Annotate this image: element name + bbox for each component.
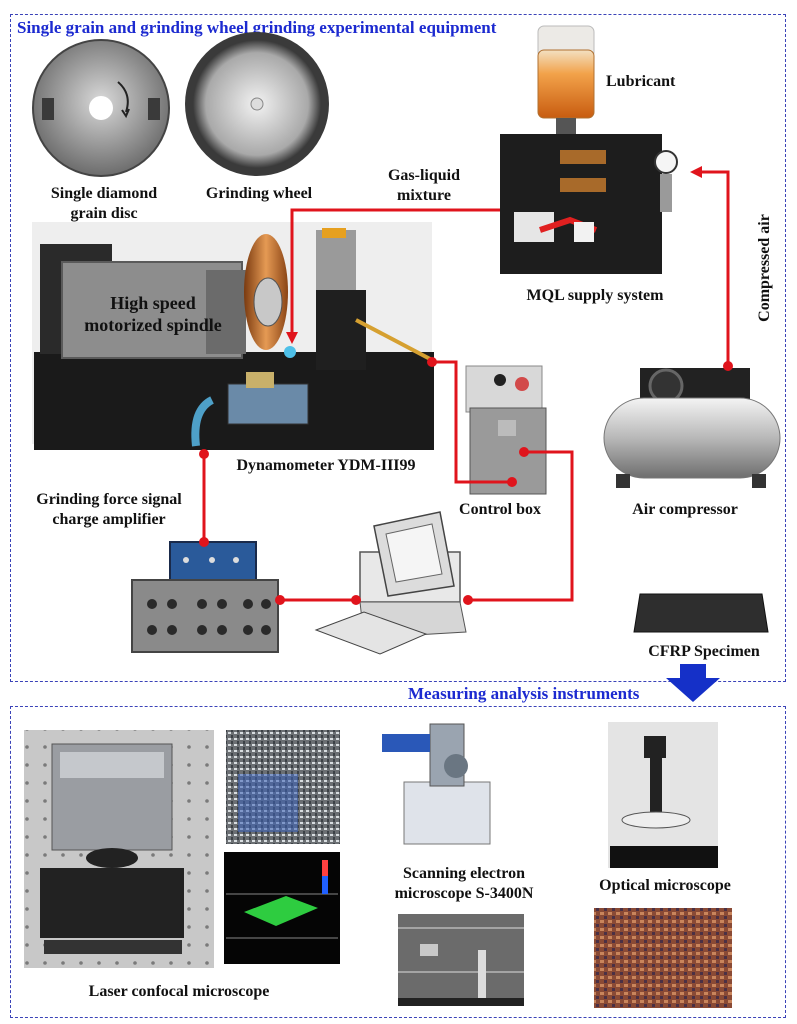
- single-grain-line-1: Single diamond: [50, 185, 158, 202]
- gas-liquid-line-1: Gas-liquid: [387, 167, 461, 184]
- amplifier-line-1: Grinding force signal: [36, 491, 182, 508]
- spindle-line-2: motorized spindle: [84, 315, 222, 335]
- spindle-label: High speed motorized spindle: [62, 292, 244, 336]
- grinding-wheel-photo: [185, 32, 329, 176]
- cfrp-specimen-photo: [633, 593, 769, 633]
- control-box-label: Control box: [459, 501, 541, 518]
- connection-arrowheads: [286, 166, 702, 344]
- gas-liquid-mixture-label: Gas-liquid mixture: [364, 166, 484, 206]
- sem-photo: [382, 723, 491, 845]
- control-box-photo: [465, 365, 547, 495]
- grinding-machine-photo: [32, 222, 434, 450]
- optical-microscope-photo: [608, 722, 718, 868]
- mql-supply-system-photo: [500, 134, 678, 274]
- sem-line-1: Scanning electron: [403, 865, 525, 882]
- surface-3d-profile-image: [224, 852, 340, 964]
- single-diamond-grain-disc-label: Single diamond grain disc: [28, 184, 180, 224]
- connection-lines: [202, 170, 730, 602]
- optical-microscope-image: [594, 908, 732, 1008]
- experimental-equipment-frame: [10, 14, 786, 682]
- air-compressor-photo: [603, 368, 781, 488]
- arrow-down-icon: [666, 664, 720, 702]
- connection-dots: [199, 357, 733, 605]
- cfrp-specimen-label: CFRP Specimen: [648, 643, 760, 660]
- sem-label: Scanning electron microscope S-3400N: [374, 864, 554, 904]
- dynamometer-label: Dynamometer YDM-III99: [236, 457, 416, 474]
- lubricant-label: Lubricant: [606, 73, 676, 90]
- experimental-equipment-title: Single grain and grinding wheel grinding…: [17, 18, 497, 37]
- spindle-line-1: High speed: [110, 293, 196, 313]
- laser-confocal-microscope-photo: [24, 730, 214, 968]
- single-diamond-grain-disc-photo: [32, 39, 170, 177]
- compressed-air-label: Compressed air: [756, 214, 773, 322]
- gas-liquid-line-2: mixture: [397, 187, 451, 204]
- grinding-wheel-label: Grinding wheel: [205, 185, 313, 202]
- sem-line-2: microscope S-3400N: [394, 885, 534, 902]
- sem-image: [398, 914, 524, 1006]
- amplifier-line-2: charge amplifier: [52, 511, 166, 528]
- mql-supply-system-label: MQL supply system: [526, 287, 664, 304]
- charge-amplifier-label: Grinding force signal charge amplifier: [14, 490, 204, 530]
- lubricant-bottle-photo: [537, 25, 595, 136]
- single-grain-line-2: grain disc: [70, 205, 138, 222]
- computer-photo: [314, 511, 467, 655]
- measuring-instruments-frame: [10, 706, 786, 1018]
- laser-confocal-microscope-label: Laser confocal microscope: [88, 983, 270, 1000]
- measuring-instruments-title: Measuring analysis instruments: [408, 684, 640, 703]
- air-compressor-label: Air compressor: [632, 501, 738, 518]
- optical-microscope-label: Optical microscope: [599, 877, 731, 894]
- charge-amplifier-photo: [131, 541, 279, 653]
